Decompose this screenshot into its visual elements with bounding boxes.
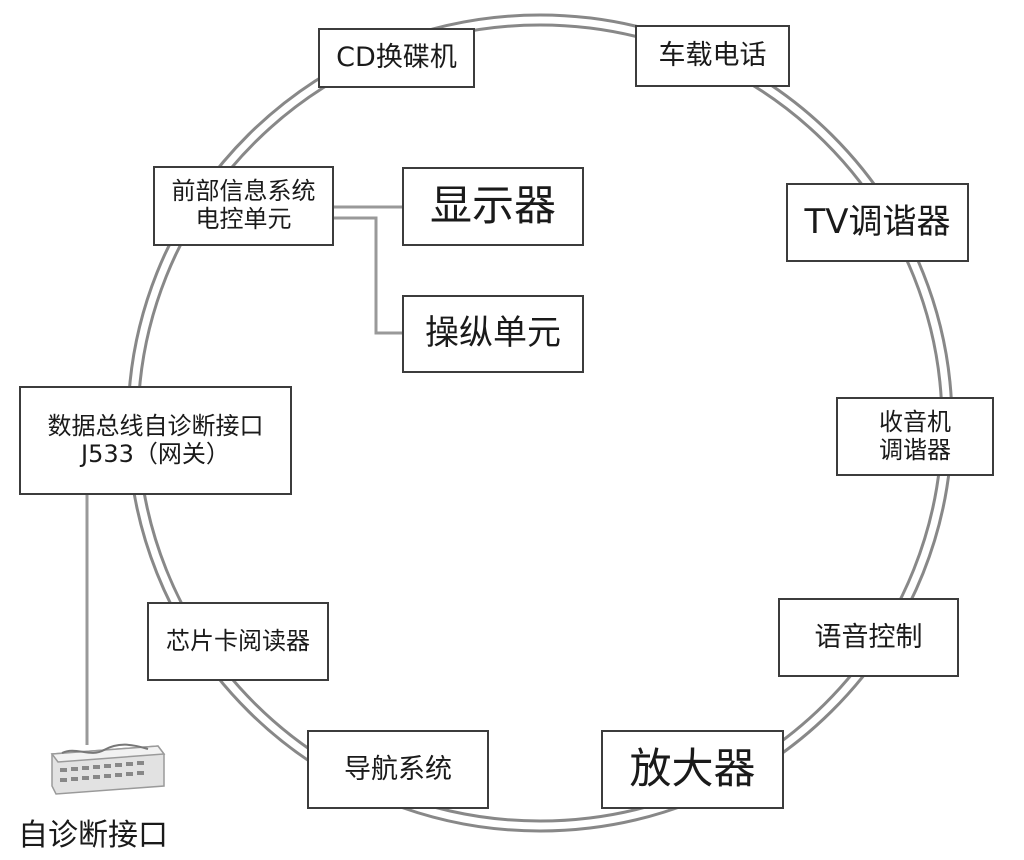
node-radio-tuner: 收音机 调谐器 bbox=[836, 397, 994, 476]
node-chip-card-reader: 芯片卡阅读器 bbox=[147, 602, 329, 681]
node-navigation: 导航系统 bbox=[307, 730, 489, 809]
connector-ecu-operating-unit bbox=[334, 216, 402, 335]
node-cd-changer: CD换碟机 bbox=[318, 28, 475, 88]
node-cd-changer-label: CD换碟机 bbox=[336, 42, 457, 74]
node-gateway: 数据总线自诊断接口 J533（网关） bbox=[19, 386, 292, 495]
diagnostic-connector-icon bbox=[50, 743, 166, 795]
node-voice-control: 语音控制 bbox=[778, 598, 959, 677]
node-navigation-label: 导航系统 bbox=[344, 753, 452, 785]
node-tv-tuner: TV调谐器 bbox=[786, 183, 969, 262]
node-operating-unit-label: 操纵单元 bbox=[425, 313, 561, 354]
node-voice-control-label: 语音控制 bbox=[814, 621, 923, 653]
node-car-phone: 车载电话 bbox=[635, 25, 790, 87]
node-operating-unit: 操纵单元 bbox=[402, 295, 584, 373]
node-amplifier-label: 放大器 bbox=[629, 744, 756, 794]
node-gateway-line2: J533（网关） bbox=[81, 439, 230, 468]
node-radio-tuner-line2: 调谐器 bbox=[879, 435, 951, 464]
node-front-info-ecu-line2: 电控单元 bbox=[195, 205, 292, 233]
node-display: 显示器 bbox=[402, 167, 584, 246]
node-front-info-ecu-line1: 前部信息系统 bbox=[171, 177, 316, 206]
node-radio-tuner-line1: 收音机 bbox=[879, 407, 951, 436]
node-chip-card-reader-label: 芯片卡阅读器 bbox=[166, 626, 310, 655]
node-tv-tuner-label: TV调谐器 bbox=[804, 201, 951, 242]
node-display-label: 显示器 bbox=[429, 181, 556, 231]
diagnostic-interface-label: 自诊断接口 bbox=[18, 818, 168, 853]
node-amplifier: 放大器 bbox=[601, 730, 784, 809]
node-gateway-line1: 数据总线自诊断接口 bbox=[47, 411, 264, 440]
node-car-phone-label: 车载电话 bbox=[658, 40, 767, 72]
node-front-info-ecu: 前部信息系统 电控单元 bbox=[153, 166, 334, 246]
